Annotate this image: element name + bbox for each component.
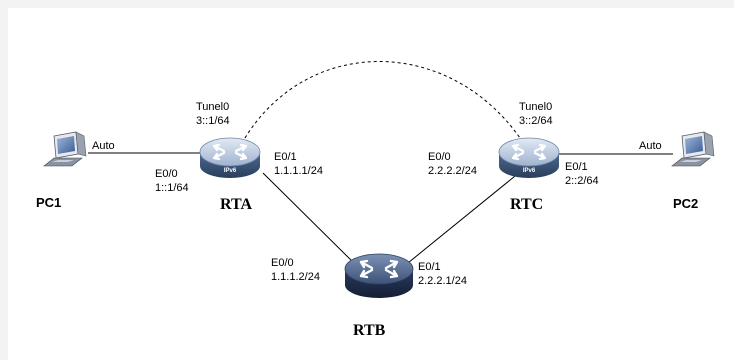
rta-e00-if: E0/0 [155, 168, 178, 180]
rta-e00-ip: 1::1/64 [155, 182, 189, 194]
rtc-e00-ip: 2.2.2.2/24 [428, 165, 477, 177]
rtc-tunnel-if: Tunel0 [519, 101, 552, 113]
rtc-e01-if: E0/1 [565, 161, 588, 173]
tunnel-link [244, 61, 521, 139]
rta-ipv6-badge: IPv6 [224, 168, 237, 174]
topology-svg: IPv6 IPv6 PC1 PC2 RTA RTC RTB Auto Auto … [36, 61, 715, 339]
network-topology-diagram: IPv6 IPv6 PC1 PC2 RTA RTC RTB Auto Auto … [8, 8, 734, 360]
rtb-e01-ip: 2.2.2.1/24 [418, 275, 467, 287]
rtc-router-icon: IPv6 [498, 137, 560, 178]
pc2-label: PC2 [673, 196, 698, 211]
rtb-label: RTB [353, 322, 386, 339]
rtc-e00-if: E0/0 [428, 151, 451, 163]
rta-router-icon: IPv6 [199, 137, 261, 178]
rtc-tunnel-ip: 3::2/64 [519, 115, 553, 127]
pc1-icon [43, 131, 87, 167]
pc2-link-label: Auto [639, 140, 662, 152]
rtb-router-icon [344, 253, 414, 298]
rtc-label: RTC [510, 196, 543, 213]
rtb-e00-if: E0/0 [271, 257, 294, 269]
pc1-label: PC1 [36, 195, 61, 210]
link-rtb-rtc [402, 171, 521, 268]
rtb-e01-if: E0/1 [418, 261, 441, 273]
pc1-link-label: Auto [92, 140, 115, 152]
rtc-e01-ip: 2::2/64 [565, 175, 599, 187]
rtc-ipv6-badge: IPv6 [523, 168, 536, 174]
pc2-icon [671, 131, 715, 167]
rta-e01-if: E0/1 [274, 151, 297, 163]
rta-label: RTA [220, 196, 252, 213]
rta-tunnel-if: Tunel0 [196, 101, 229, 113]
rtb-e00-ip: 1.1.1.2/24 [271, 271, 320, 283]
rta-tunnel-ip: 3::1/64 [196, 115, 230, 127]
rta-e01-ip: 1.1.1.1/24 [274, 165, 323, 177]
link-rta-rtb [262, 172, 359, 268]
